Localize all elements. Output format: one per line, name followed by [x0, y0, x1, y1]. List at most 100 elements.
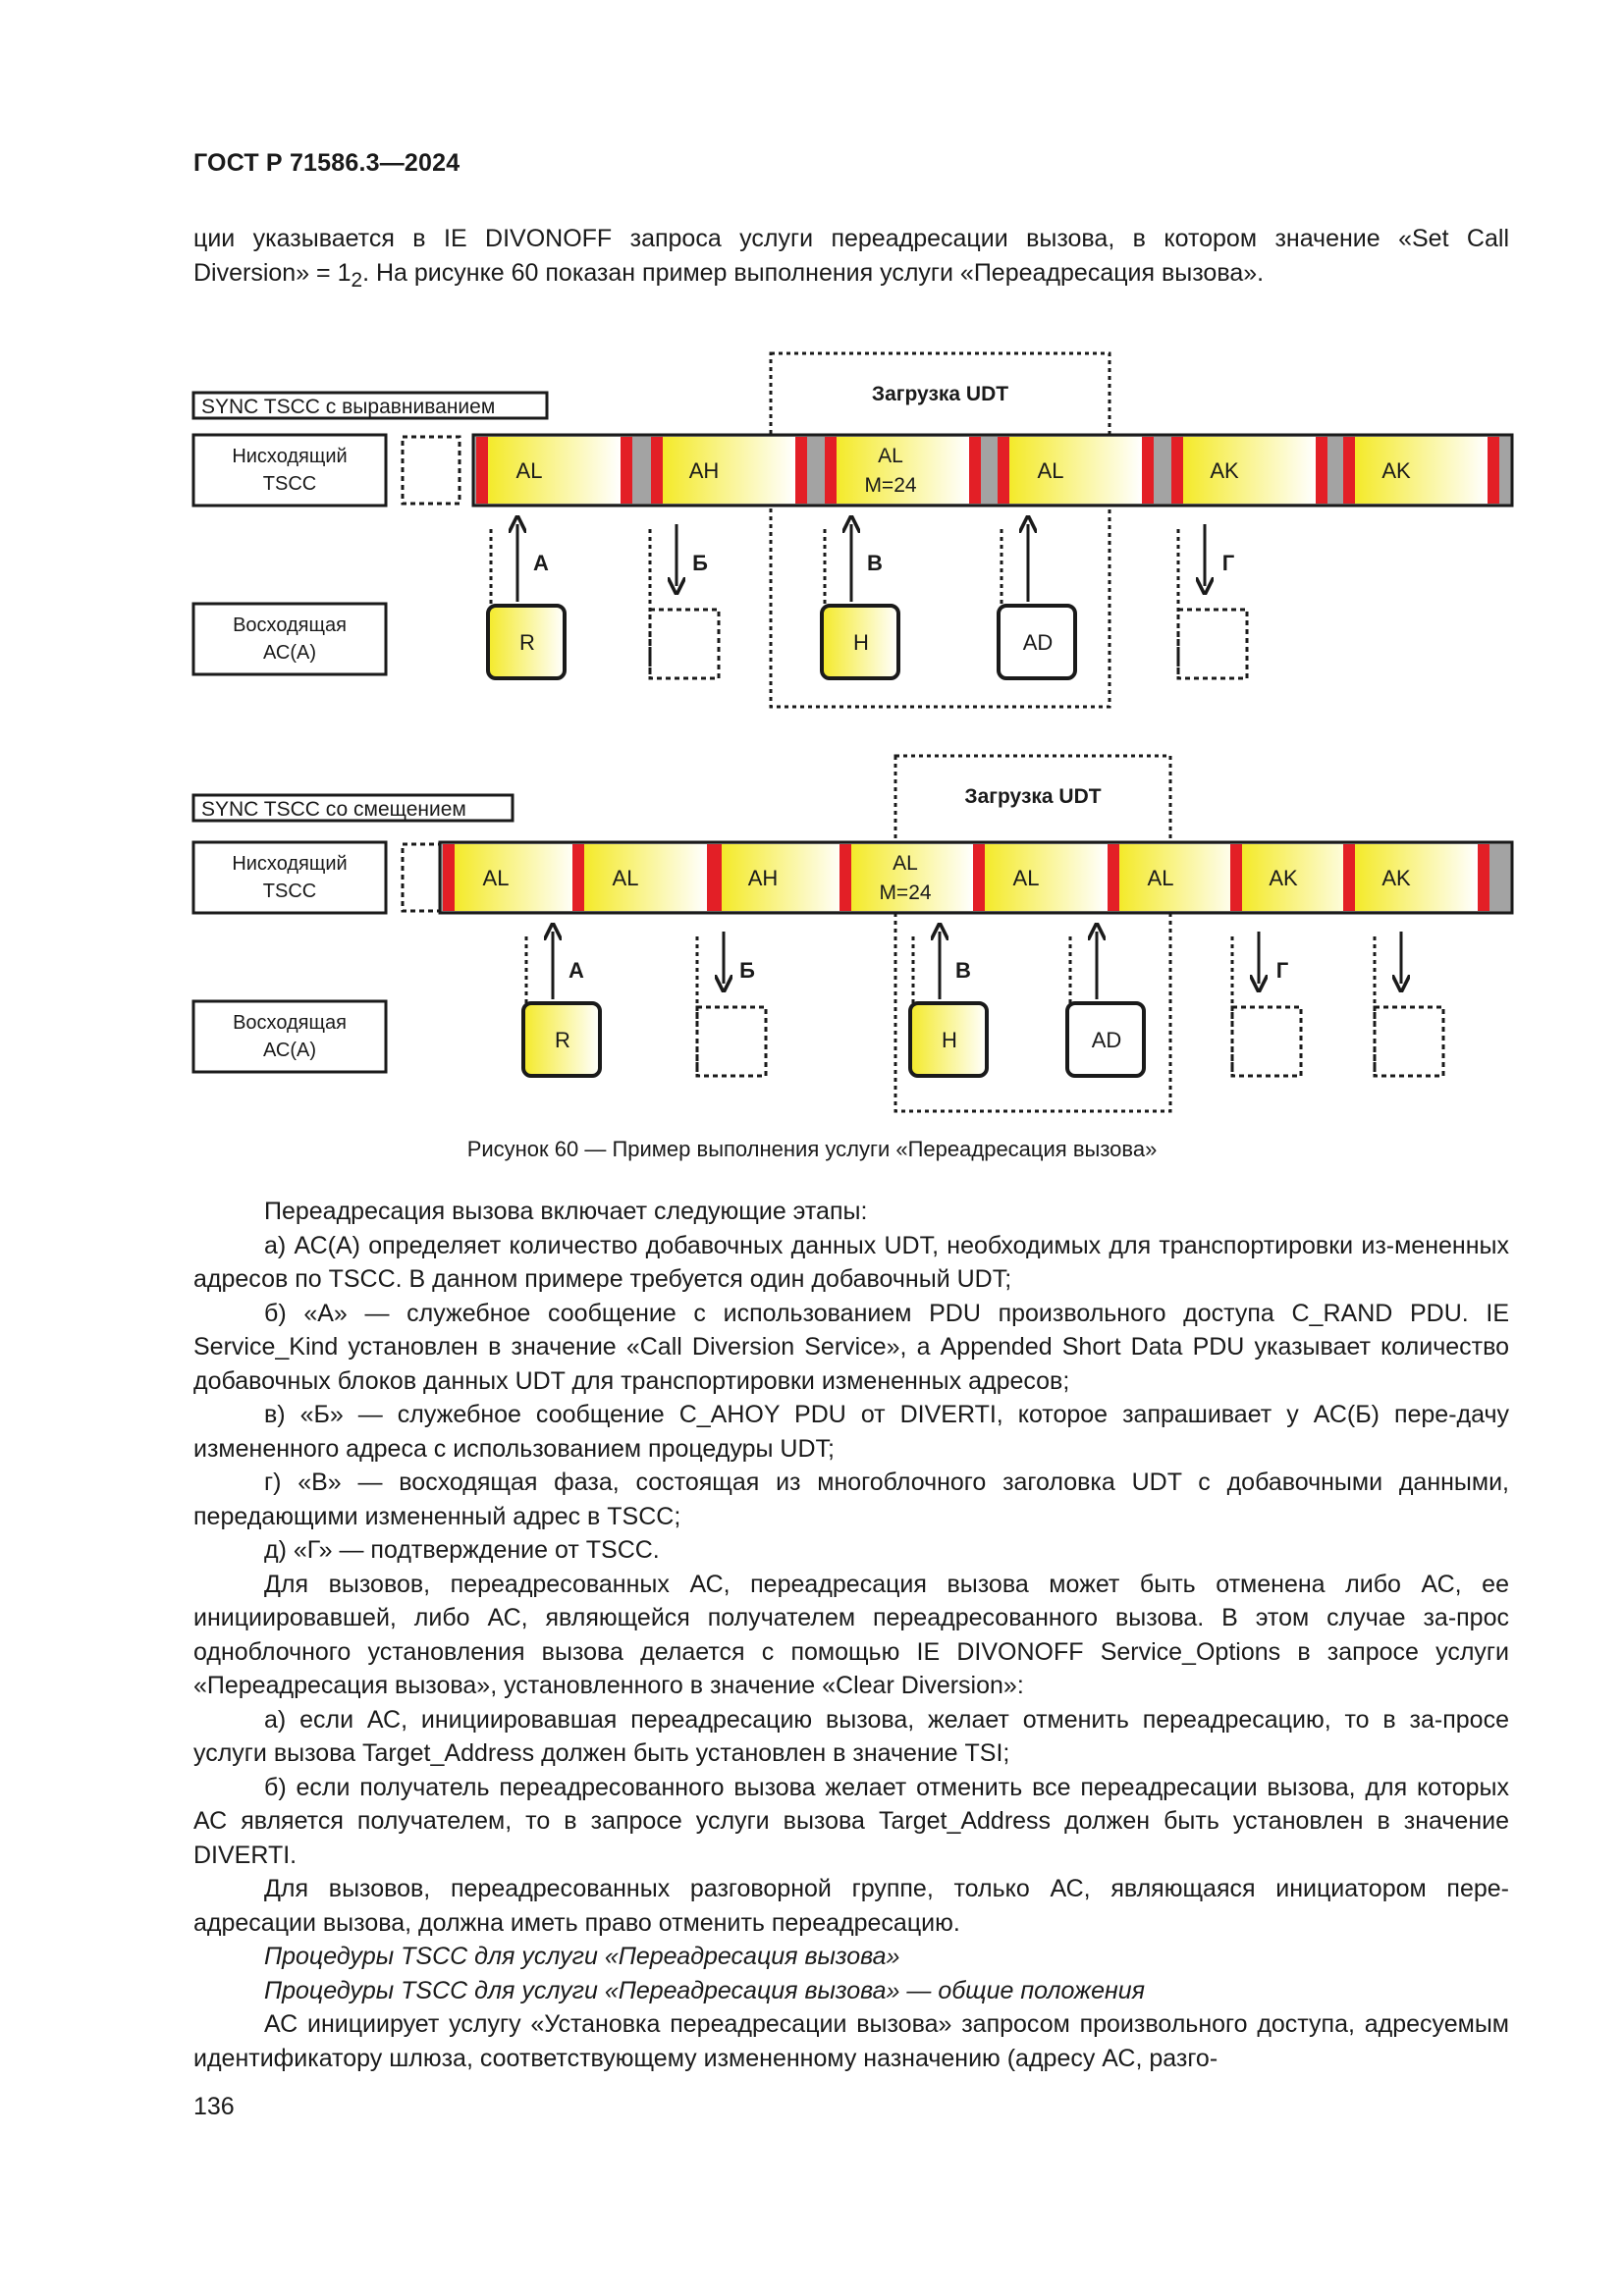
- empty-uplink-block: [1230, 1005, 1303, 1078]
- uplink-block-label: R: [555, 1028, 570, 1052]
- downlink-bar: [471, 433, 1514, 507]
- body-paragraph: Переадресация вызова включает следующие …: [264, 1198, 868, 1225]
- tscc-slot: [1355, 844, 1478, 911]
- intro-line-2-pre: Diversion» = 1: [193, 258, 352, 287]
- slot-label: AL: [613, 866, 639, 890]
- udt-label: Загрузка UDT: [964, 785, 1101, 808]
- body-paragraph: д) «Г» — подтверждение от TSCC.: [264, 1536, 660, 1564]
- slot-label: AL: [878, 445, 903, 467]
- empty-uplink-block: [1176, 608, 1249, 680]
- panel-title-box: [191, 391, 549, 420]
- slot-label: AK: [1381, 866, 1411, 890]
- call-diversion-diagram: Загрузка UDT SYNC TSCC с выравниваниемНис…: [191, 351, 1514, 1113]
- slot-separator: [621, 437, 632, 504]
- slot-separator: [839, 844, 851, 911]
- uplink-block-label: AD: [1023, 630, 1054, 655]
- intro-subscript: 2: [351, 268, 363, 292]
- slot-separator: [651, 437, 663, 504]
- slot-separator: [1343, 437, 1355, 504]
- uplink-block: [486, 604, 567, 680]
- slot-separator: [1230, 844, 1242, 911]
- slot-label: AL: [1038, 458, 1064, 483]
- body-paragraph: в) «Б» — служебное сообщение C_AHOY PDU …: [193, 1401, 1509, 1463]
- tscc-slot: [663, 437, 795, 504]
- slot-label: AL: [1148, 866, 1174, 890]
- uplink-block: [521, 1001, 602, 1078]
- udt-frame: [893, 754, 1172, 1113]
- slot-label: AH: [748, 866, 779, 890]
- slot-separator: [443, 844, 455, 911]
- uplink-block-label: H: [942, 1028, 957, 1052]
- uplink-block: [1065, 1001, 1146, 1078]
- tscc-slot: [455, 844, 577, 911]
- slot-label: AK: [1269, 866, 1298, 890]
- downlink-label-box: [191, 840, 388, 915]
- arrow-label: А: [568, 958, 584, 983]
- downlink-label-box: [191, 433, 388, 507]
- uplink-label: Восходящая: [233, 614, 347, 636]
- slot-label: AL: [483, 866, 510, 890]
- tscc-slot: [985, 844, 1108, 911]
- slot-label: AL: [1013, 866, 1040, 890]
- arrow-label: В: [867, 551, 883, 575]
- uplink-label-box: [191, 602, 388, 676]
- slot-separator: [1488, 437, 1499, 504]
- tscc-slot: [488, 437, 621, 504]
- slot-label: M=24: [879, 881, 931, 904]
- intro-line-2-post: . На рисунке 60 показан пример выполнени…: [362, 258, 1265, 287]
- slot-separator: [969, 437, 981, 504]
- empty-uplink-block: [648, 608, 721, 680]
- body-paragraph: Для вызовов, переадресованных АС, переад…: [193, 1570, 1509, 1700]
- slot-label: AK: [1381, 458, 1411, 483]
- arrow-label: А: [533, 551, 549, 575]
- document-header: ГОСТ Р 71586.3—2024: [193, 149, 460, 177]
- body-paragraph: б) если получатель переадресованного выз…: [193, 1773, 1509, 1869]
- uplink-block-label: AD: [1092, 1028, 1122, 1052]
- empty-slot: [401, 435, 461, 506]
- tscc-slot: [722, 844, 844, 911]
- slot-separator: [1171, 437, 1183, 504]
- uplink-label: Восходящая: [233, 1012, 347, 1034]
- slot-label: AL: [516, 458, 543, 483]
- uplink-label: АС(А): [263, 1040, 316, 1061]
- uplink-label: АС(А): [263, 642, 316, 664]
- slot-separator: [1478, 844, 1489, 911]
- arrow-label: Г: [1276, 958, 1289, 983]
- body-paragraph: а) если АС, инициировавшая переадресацию…: [193, 1705, 1509, 1768]
- uplink-block-label: R: [519, 630, 535, 655]
- figure-caption: Рисунок 60 — Пример выполнения услуги «П…: [466, 1137, 1158, 1161]
- panel-title-box: [191, 793, 514, 823]
- slot-separator: [998, 437, 1009, 504]
- body-paragraph: Для вызовов, переадресованных разговорно…: [193, 1875, 1509, 1937]
- body-paragraph: Процедуры TSCC для услуги «Переадресация…: [264, 1943, 900, 1970]
- body-text: Переадресация вызова включает следующие …: [193, 1195, 1509, 2075]
- slot-separator: [973, 844, 985, 911]
- slot-separator: [795, 437, 807, 504]
- tscc-slot: [1355, 437, 1488, 504]
- downlink-label: TSCC: [263, 473, 316, 495]
- panel-title: SYNC TSCC со смещением: [201, 798, 466, 821]
- tscc-slot: [851, 844, 974, 911]
- intro-line-2: Diversion» = 12. На рисунке 60 показан п…: [193, 256, 1509, 298]
- tscc-slot: [1119, 844, 1242, 911]
- empty-uplink-block: [695, 1005, 768, 1078]
- intro-paragraph: ции указывается в IE DIVONOFF запроса ус…: [193, 222, 1509, 297]
- slot-separator: [572, 844, 584, 911]
- slot-separator: [1108, 844, 1119, 911]
- downlink-label: Нисходящий: [232, 853, 347, 875]
- udt-label: Загрузка UDT: [872, 383, 1008, 405]
- body-paragraph: Процедуры TSCC для услуги «Переадресация…: [264, 1976, 1146, 2004]
- body-paragraph: АС инициирует услугу «Установка переадре…: [193, 2010, 1509, 2072]
- tscc-slot: [1183, 437, 1316, 504]
- slot-separator: [1343, 844, 1355, 911]
- panel-title: SYNC TSCC с выравниванием: [201, 396, 495, 418]
- uplink-block: [820, 604, 900, 680]
- tscc-slot: [837, 437, 969, 504]
- uplink-block: [997, 604, 1077, 680]
- slot-separator: [710, 844, 722, 911]
- slot-label: AL: [893, 852, 918, 875]
- arrow-label: Б: [739, 958, 755, 983]
- uplink-block-label: H: [853, 630, 869, 655]
- slot-label: AH: [689, 458, 720, 483]
